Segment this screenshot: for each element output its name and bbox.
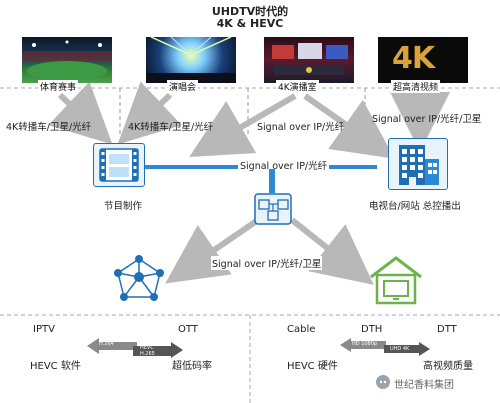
caption-uhd-video: 超高清视频 xyxy=(391,80,441,93)
hd1080-label: HD 1080p xyxy=(352,341,378,347)
concert-image xyxy=(146,37,236,83)
low-bitrate-label: 超低码率 xyxy=(172,361,212,372)
codec-hardware-arrow: HD 1080p UHD 4K xyxy=(338,336,432,358)
hevc-small-label: HEVC xyxy=(140,345,154,351)
caption-sports: 体育赛事 xyxy=(38,80,79,93)
link-label-col2: 4K转播车/卫星/光纤 xyxy=(128,122,214,133)
codec-software-arrow: H.264 HEVC H.265 xyxy=(85,336,185,360)
diagram-title-line1: UHDTV时代的 xyxy=(211,5,289,18)
link-label-col1: 4K转播车/卫星/光纤 xyxy=(6,122,92,133)
arrow-studio-broadcast xyxy=(303,93,395,159)
studio-image xyxy=(264,37,354,83)
home-tv-icon xyxy=(367,255,425,305)
signal-bar-label: Signal over IP/光纤 xyxy=(238,158,330,172)
watermark-text: 世纪香料集团 xyxy=(394,380,454,391)
link-label-col4: Signal over IP/光纤/卫星 xyxy=(372,114,482,125)
broadcast-icon-box xyxy=(388,138,448,190)
signal-bar-stem xyxy=(269,169,275,193)
arrow-studio-production xyxy=(189,93,297,157)
stadium-image xyxy=(22,37,112,83)
ott-label: OTT xyxy=(178,324,198,335)
high-quality-label: 高视频质量 xyxy=(423,361,473,372)
lower-link-label: Signal over IP/光纤/卫星 xyxy=(211,256,323,270)
production-label: 节目制作 xyxy=(104,201,143,212)
4k-logo-image: 4K xyxy=(378,37,468,83)
hevc-software-label: HEVC 软件 xyxy=(30,361,81,372)
cable-label: Cable xyxy=(287,324,316,335)
link-label-col3: Signal over IP/光纤 xyxy=(257,122,345,133)
hevc-hardware-label: HEVC 硬件 xyxy=(287,361,338,372)
network-switch-icon xyxy=(254,193,292,225)
arrow-concert xyxy=(117,81,182,145)
arrow-to-internet xyxy=(165,217,260,284)
caption-studio: 4K演播室 xyxy=(276,80,319,93)
film-icon xyxy=(99,148,139,182)
diagram-title-line2: 4K & HEVC xyxy=(216,17,284,30)
4k-logo-text: 4K xyxy=(392,41,435,76)
h264-label: H.264 xyxy=(99,341,114,347)
broadcast-label: 电视台/网站 总控播出 xyxy=(369,201,461,212)
dtt-label: DTT xyxy=(437,324,457,335)
caption-concert: 演唱会 xyxy=(167,80,199,93)
iptv-label: IPTV xyxy=(33,324,55,335)
wechat-logo-icon xyxy=(376,375,390,389)
production-icon-box xyxy=(93,143,145,187)
building-icon xyxy=(399,145,439,185)
uhd4k-label: UHD 4K xyxy=(390,346,410,352)
arrow-sports xyxy=(48,81,113,145)
switch-node xyxy=(254,193,292,225)
network-mesh-icon xyxy=(108,253,170,305)
h265-label: H.265 xyxy=(140,351,155,357)
dth-label: DTH xyxy=(361,324,383,335)
arrow-to-home xyxy=(290,217,374,285)
